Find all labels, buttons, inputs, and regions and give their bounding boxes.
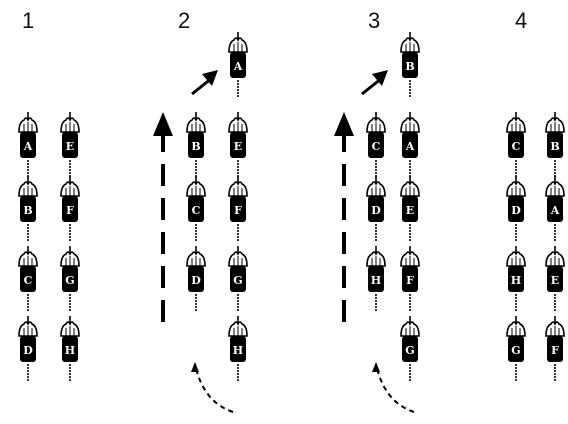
rider-letter: E: [406, 204, 414, 217]
rider-letter: E: [66, 140, 74, 153]
rider-letter: G: [511, 344, 520, 357]
rider-letter: C: [372, 140, 381, 153]
rider-letter: D: [191, 274, 201, 287]
rider-icon: D: [19, 316, 37, 382]
rider-letter: E: [551, 274, 559, 287]
rider-icon: E: [61, 112, 79, 178]
rider-letter: A: [23, 140, 33, 153]
rider-icon: F: [229, 176, 247, 242]
rider-letter: E: [234, 140, 242, 153]
rider-letter: B: [23, 204, 32, 217]
rider-letter: B: [405, 60, 414, 73]
rider-icon: E: [229, 112, 247, 178]
rider-letter: H: [233, 344, 243, 357]
rider-icon: F: [401, 246, 419, 312]
rider-icon: A: [229, 32, 247, 98]
rider-letter: A: [405, 140, 415, 153]
rider-icon: C: [367, 112, 385, 178]
rider-icon: H: [229, 316, 247, 382]
rider-letter: H: [65, 344, 75, 357]
rider-icon: E: [401, 176, 419, 242]
rider-icon: B: [19, 176, 37, 242]
rider-letter: H: [511, 274, 521, 287]
rider-letter: F: [234, 204, 242, 217]
rider-letter: B: [191, 140, 200, 153]
rider-letter: D: [511, 204, 521, 217]
rider-letter: F: [406, 274, 414, 287]
rider-icon: B: [546, 112, 564, 178]
rider-letter: G: [405, 344, 414, 357]
rider-icon: G: [229, 246, 247, 312]
rider-icon: H: [367, 246, 385, 312]
rider-icon: E: [546, 246, 564, 312]
rider-icon: C: [507, 112, 525, 178]
rider-letter: A: [550, 204, 560, 217]
rider-letter: D: [23, 344, 33, 357]
rider-icon: G: [507, 316, 525, 382]
rider-icon: D: [367, 176, 385, 242]
rider-letter: G: [233, 274, 242, 287]
rider-icon: C: [187, 176, 205, 242]
rider-icon: G: [401, 316, 419, 382]
rider-icon: C: [19, 246, 37, 312]
rider-letter: F: [66, 204, 74, 217]
rider-letter: C: [24, 274, 33, 287]
rider-letter: G: [65, 274, 74, 287]
rider-letter: D: [371, 204, 381, 217]
rider-icon: D: [507, 176, 525, 242]
rider-icon: H: [507, 246, 525, 312]
rider-icon: G: [61, 246, 79, 312]
rider-letter: C: [192, 204, 201, 217]
rider-icon: A: [401, 112, 419, 178]
rider-icon: A: [19, 112, 37, 178]
rider-icon: B: [187, 112, 205, 178]
rider-letter: H: [371, 274, 381, 287]
rider-icon: B: [401, 32, 419, 98]
rider-letter: B: [550, 140, 559, 153]
rider-icon: D: [187, 246, 205, 312]
rider-icon: F: [61, 176, 79, 242]
rider-icon: F: [546, 316, 564, 382]
rider-letter: C: [512, 140, 521, 153]
rider-letter: F: [551, 344, 559, 357]
rider-icon: A: [546, 176, 564, 242]
rider-icon: H: [61, 316, 79, 382]
rider-letter: A: [233, 60, 243, 73]
